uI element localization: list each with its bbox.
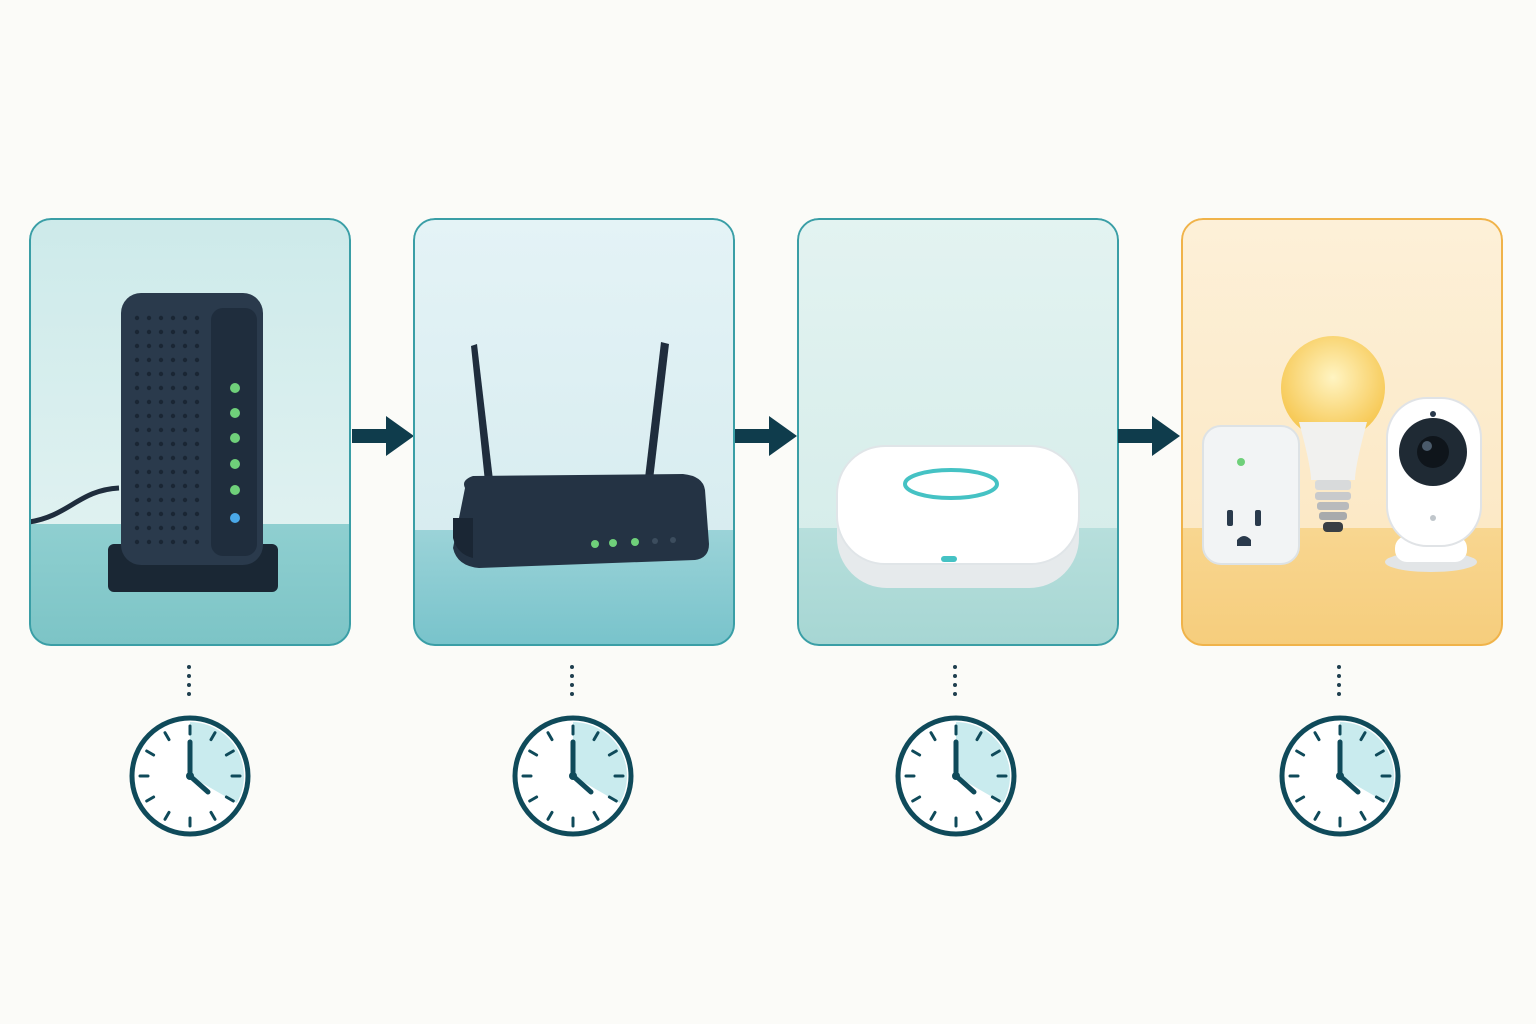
flow-arrow — [1118, 416, 1180, 456]
dotted-connector — [1337, 665, 1341, 696]
step-panel-smart-hub — [797, 218, 1119, 646]
modem-icon — [29, 293, 278, 592]
step-panel-modem — [29, 218, 351, 646]
clock-icon — [1279, 715, 1401, 837]
dotted-connector — [953, 665, 957, 696]
smart-devices-icon — [1202, 336, 1482, 572]
step-panel-smart-devices — [1181, 218, 1503, 646]
dotted-connector — [570, 665, 574, 696]
clock-icon — [512, 715, 634, 837]
clock-icon — [895, 715, 1017, 837]
flow-arrow — [735, 416, 797, 456]
smart-plug-icon — [1202, 425, 1300, 565]
flow-arrow — [352, 416, 414, 456]
router-icon — [453, 342, 709, 568]
smart-hub-icon — [836, 445, 1080, 588]
dotted-connector — [187, 665, 191, 696]
step-panel-router — [413, 218, 735, 646]
security-camera-icon — [1385, 397, 1482, 572]
clock-icon — [129, 715, 251, 837]
smart-bulb-icon — [1281, 336, 1385, 532]
